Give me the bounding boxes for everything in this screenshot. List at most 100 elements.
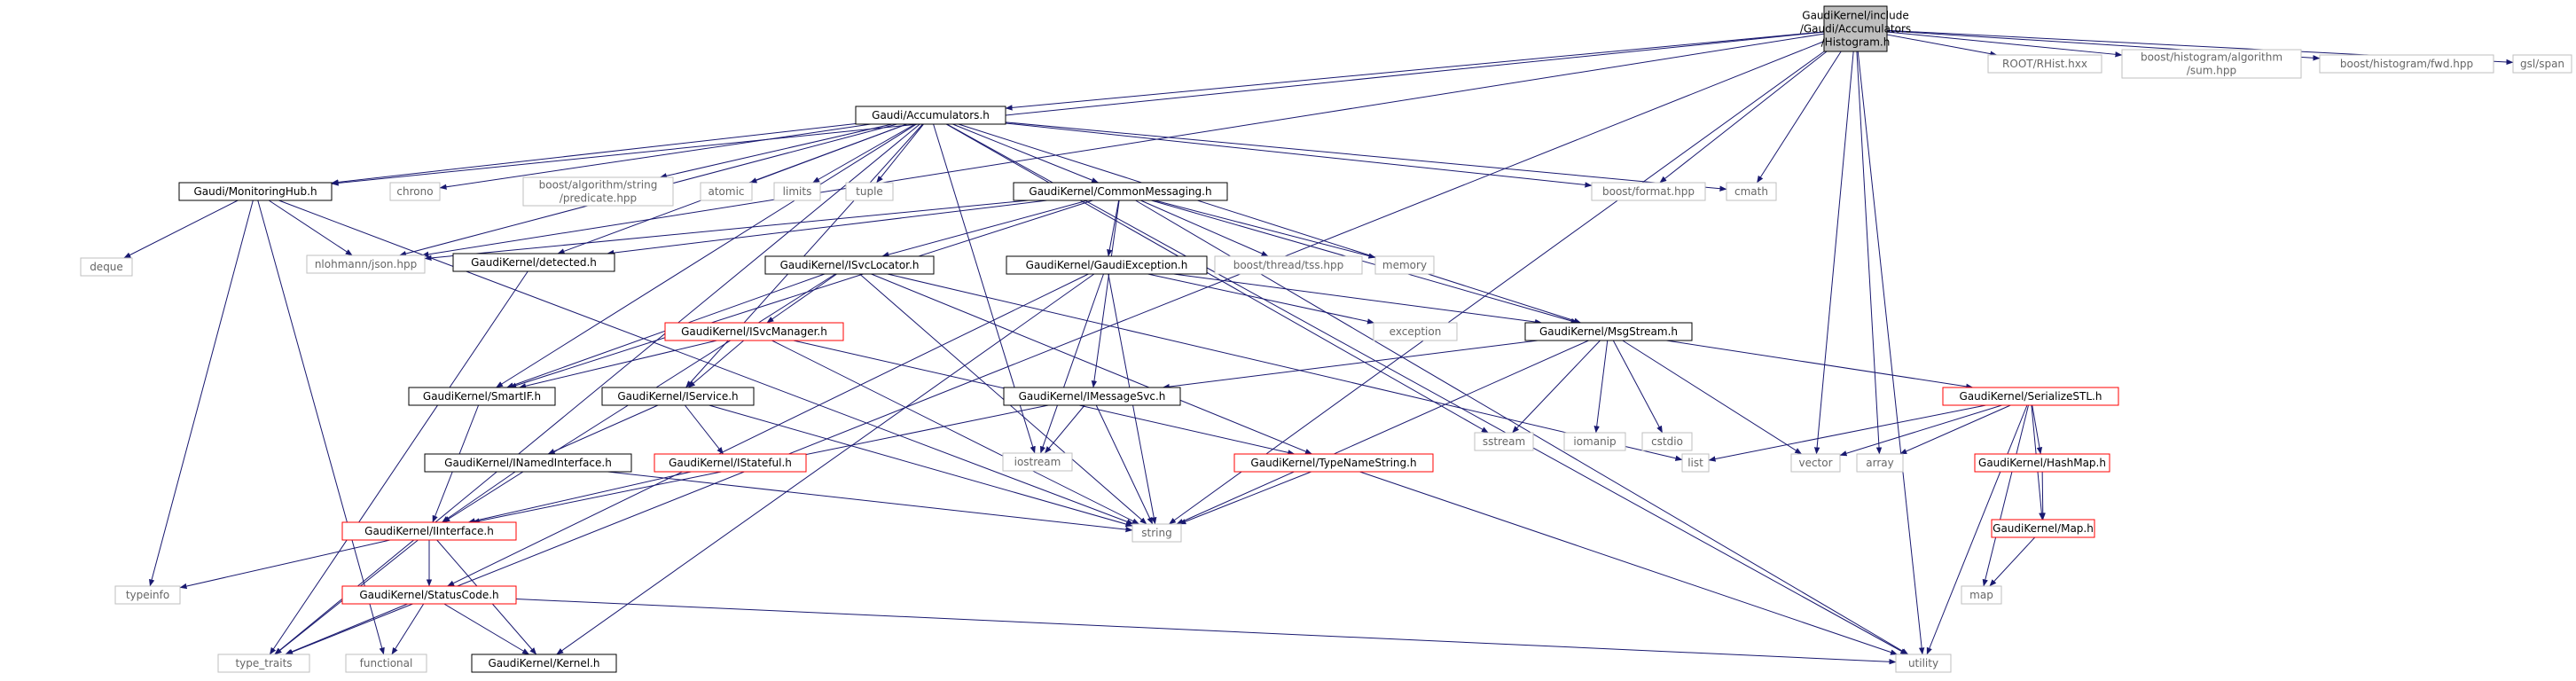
node-hashmap[interactable]: GaudiKernel/HashMap.h [1974, 453, 2110, 473]
edge-root-to-utility [1857, 51, 1925, 655]
node-box-gexc [1006, 255, 1208, 275]
node-label-istateful: GaudiKernel/IStateful.h [669, 457, 792, 469]
node-typename[interactable]: GaudiKernel/TypeNameString.h [1233, 453, 1434, 473]
node-box-vector [1790, 453, 1841, 473]
node-box-root [1823, 5, 1888, 52]
edge-root-to-bformat [1659, 51, 1828, 184]
edge-cmsg-to-msgstream [1151, 200, 1578, 324]
edge-cmsg-to-isvcloc [881, 200, 1088, 258]
node-iservice[interactable]: GaudiKernel/IService.h [601, 387, 755, 406]
node-label-bsum: boost/histogram/algorithm/sum.hpp [2141, 51, 2282, 76]
node-detected[interactable]: GaudiKernel/detected.h [452, 253, 615, 272]
node-smartif[interactable]: GaudiKernel/SmartIF.h [408, 387, 556, 406]
node-label-map_h: GaudiKernel/Map.h [1993, 522, 2094, 535]
node-box-gsl [2512, 54, 2572, 74]
edge-isvcloc-to-typename [871, 273, 1312, 455]
node-map_h[interactable]: GaudiKernel/Map.h [1991, 519, 2095, 538]
node-label-isvcmgr: GaudiKernel/ISvcManager.h [681, 325, 827, 338]
node-isvcmgr[interactable]: GaudiKernel/ISvcManager.h [664, 322, 844, 341]
edge-msgstream-to-string [1176, 340, 1589, 525]
edge-msgstream-to-sstream [1512, 340, 1601, 434]
node-label-imsgsvc: GaudiKernel/IMessageSvc.h [1019, 390, 1166, 403]
node-box-map_h [1991, 519, 2095, 538]
edge-acc-to-sstream [945, 123, 1489, 434]
node-label-bfwd: boost/histogram/fwd.hpp [2340, 58, 2473, 70]
node-gexc[interactable]: GaudiKernel/GaudiException.h [1006, 255, 1208, 275]
edge-acc-to-cmath [1005, 121, 1727, 192]
node-label-tuple: tuple [856, 185, 883, 198]
node-root[interactable]: GaudiKernel/include/Gaudi/Accumulators/H… [1800, 5, 1911, 52]
node-iinterface[interactable]: GaudiKernel/IInterface.h [341, 521, 517, 541]
node-box-bsum [2121, 49, 2302, 79]
node-isvcloc[interactable]: GaudiKernel/ISvcLocator.h [764, 255, 935, 275]
edge-isvcmgr-to-smartif [519, 340, 717, 389]
node-deque: deque [80, 257, 133, 277]
edge-isvcloc-to-list [887, 273, 1683, 461]
node-iomanip: iomanip [1563, 432, 1626, 451]
node-layer: GaudiKernel/include/Gaudi/Accumulators/H… [80, 5, 2572, 673]
edge-isvcloc-to-isvcmgr [766, 273, 837, 324]
edge-inamed-to-iinterface [442, 471, 516, 523]
node-imsgsvc[interactable]: GaudiKernel/IMessageSvc.h [1003, 387, 1181, 406]
edge-root-to-typetraits [286, 41, 1825, 655]
node-box-iinterface [341, 521, 517, 541]
node-box-isvcloc [764, 255, 935, 275]
node-istateful[interactable]: GaudiKernel/IStateful.h [654, 453, 807, 473]
edge-acc-to-mhub [331, 123, 857, 185]
edge-typename-to-utility [1359, 471, 1898, 655]
node-msgstream[interactable]: GaudiKernel/MsgStream.h [1524, 322, 1693, 341]
node-box-chrono [389, 182, 441, 201]
node-label-acc: Gaudi/Accumulators.h [872, 109, 990, 121]
edge-acc-to-smartif [496, 123, 917, 388]
node-box-atomic [700, 182, 753, 201]
edge-mhub-to-typeinfo [149, 200, 254, 587]
node-label-msgstream: GaudiKernel/MsgStream.h [1539, 325, 1678, 338]
edge-gexc-to-kernel [556, 273, 1095, 655]
node-box-cmsg [1013, 182, 1228, 201]
node-box-tuple [845, 182, 894, 201]
node-vector: vector [1790, 453, 1841, 473]
node-serstl[interactable]: GaudiKernel/SerializeSTL.h [1942, 387, 2119, 406]
edge-root-to-bsum [1886, 31, 2123, 58]
edge-statuscode-to-utility [515, 598, 1897, 665]
node-label-isvcloc: GaudiKernel/ISvcLocator.h [780, 259, 920, 271]
node-inamed[interactable]: GaudiKernel/INamedInterface.h [424, 453, 632, 473]
edge-mhub-to-string [278, 200, 1134, 525]
edge-root-to-string [1169, 51, 1825, 525]
node-kernel[interactable]: GaudiKernel/Kernel.h [471, 654, 617, 673]
node-box-typeinfo [114, 585, 181, 605]
node-box-list [1681, 453, 1710, 473]
node-box-json [306, 254, 426, 274]
node-box-exception [1373, 322, 1458, 341]
edge-acc-to-utility [946, 123, 1908, 655]
node-cstdio: cstdio [1641, 432, 1693, 451]
node-box-utility [1895, 654, 1952, 673]
edge-msgstream-to-cstdio [1612, 340, 1664, 434]
node-box-hashmap [1974, 453, 2110, 473]
node-label-bpred: boost/algorithm/string/predicate.hpp [539, 178, 658, 204]
node-tuple: tuple [845, 182, 894, 201]
node-bfwd: boost/histogram/fwd.hpp [2319, 54, 2494, 74]
node-label-gexc: GaudiKernel/GaudiException.h [1026, 259, 1188, 271]
node-box-cstdio [1641, 432, 1693, 451]
node-statuscode[interactable]: GaudiKernel/StatusCode.h [341, 585, 517, 605]
node-bpred: boost/algorithm/string/predicate.hpp [522, 176, 674, 207]
node-box-bfwd [2319, 54, 2494, 74]
edge-statuscode-to-typetraits [285, 603, 408, 655]
node-label-functional: functional [360, 657, 413, 669]
node-label-inamed: GaudiKernel/INamedInterface.h [444, 457, 612, 469]
node-box-kernel [471, 654, 617, 673]
node-mhub[interactable]: Gaudi/MonitoringHub.h [178, 182, 333, 201]
edge-msgstream-to-serstl [1666, 340, 1974, 390]
node-label-bformat: boost/format.hpp [1602, 185, 1695, 198]
edge-layer [123, 29, 2514, 665]
node-cmsg[interactable]: GaudiKernel/CommonMessaging.h [1013, 182, 1228, 201]
node-box-msgstream [1524, 322, 1693, 341]
node-acc[interactable]: Gaudi/Accumulators.h [855, 106, 1006, 125]
node-label-memory: memory [1382, 259, 1427, 271]
edge-gexc-to-statuscode [447, 273, 1089, 587]
edge-cmsg-to-detected [607, 200, 1047, 256]
edge-iservice-to-inamed [547, 404, 659, 455]
node-label-serstl: GaudiKernel/SerializeSTL.h [1960, 390, 2102, 403]
